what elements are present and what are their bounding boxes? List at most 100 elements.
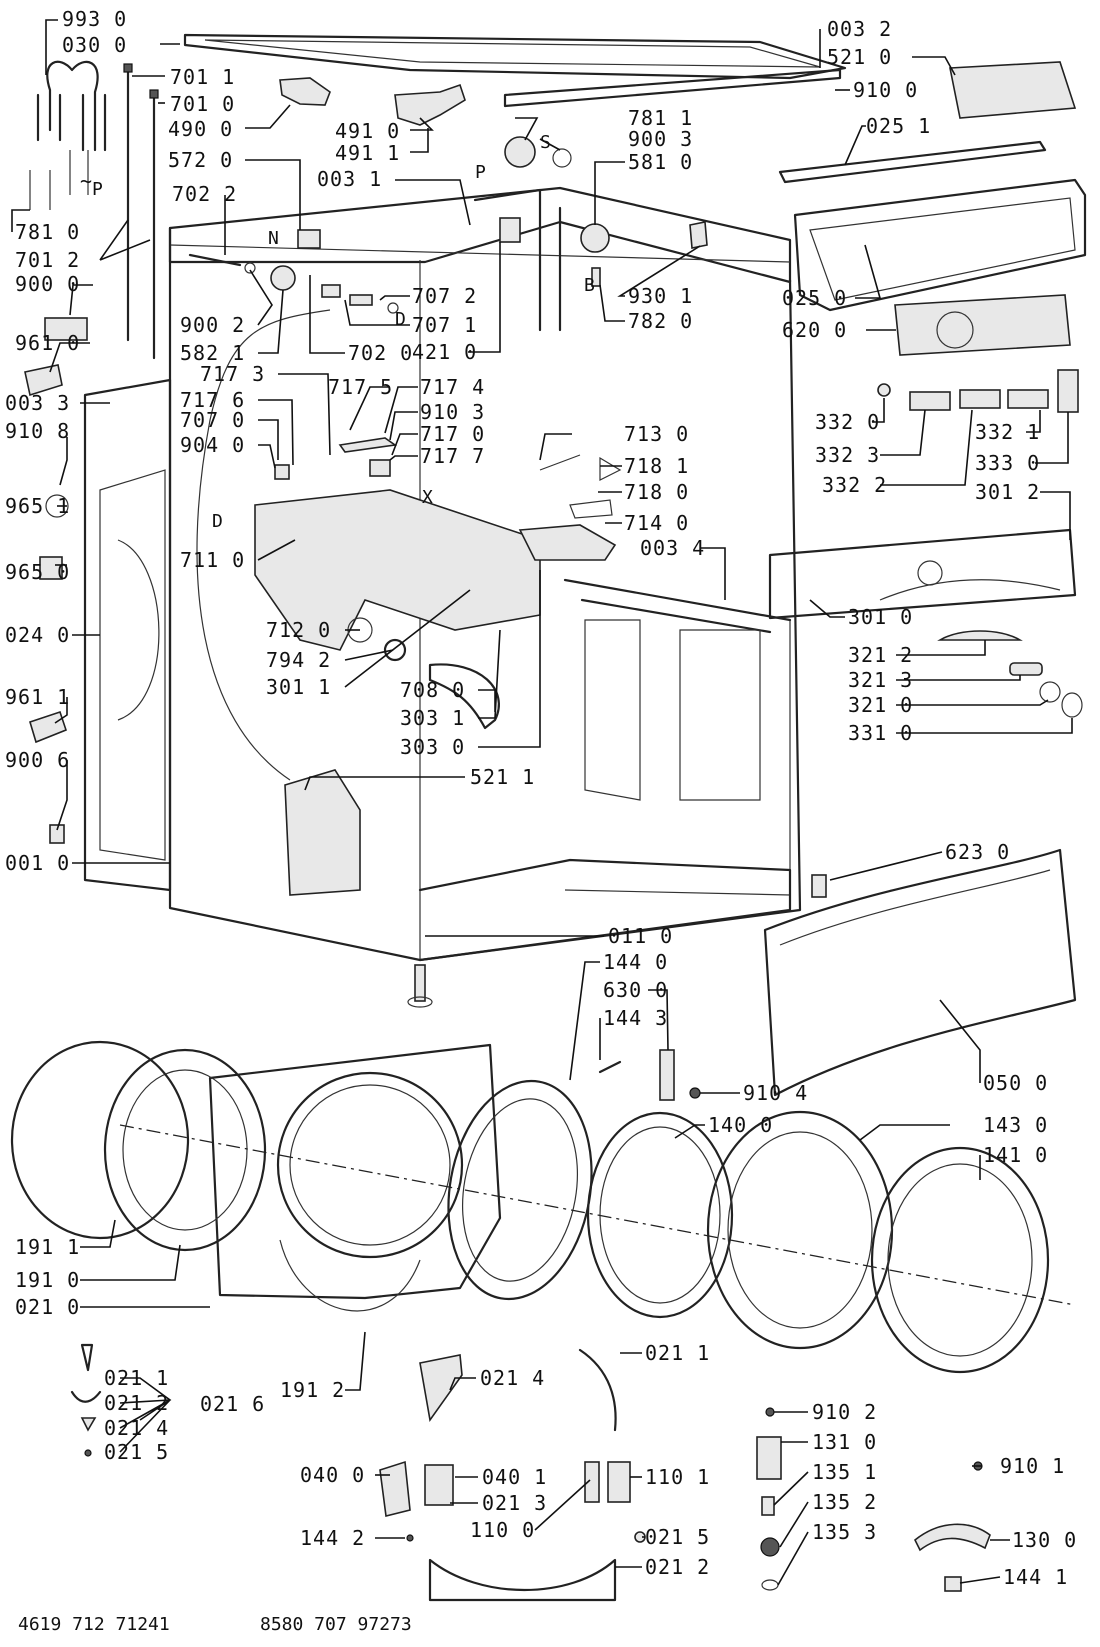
label-331-0: 331 0 bbox=[848, 721, 913, 745]
label-910-1: 910 1 bbox=[1000, 1454, 1065, 1478]
label-191-0: 191 0 bbox=[15, 1268, 80, 1292]
label-144-0: 144 0 bbox=[603, 950, 668, 974]
label-623-0: 623 0 bbox=[945, 840, 1010, 864]
label-321-2: 321 2 bbox=[848, 643, 913, 667]
label-110-1: 110 1 bbox=[645, 1465, 710, 1489]
label-707-2: 707 2 bbox=[412, 284, 477, 308]
label-024-0: 024 0 bbox=[5, 623, 70, 647]
label-717-4: 717 4 bbox=[420, 375, 485, 399]
label-701-1: 701 1 bbox=[170, 65, 235, 89]
label-021-2: 021 2 bbox=[645, 1555, 710, 1579]
label-910-2: 910 2 bbox=[812, 1400, 877, 1424]
label-303-1: 303 1 bbox=[400, 706, 465, 730]
label-301-0: 301 0 bbox=[848, 605, 913, 629]
label-900-6: 900 6 bbox=[5, 748, 70, 772]
label-904-0: 904 0 bbox=[180, 433, 245, 457]
label-110-0: 110 0 bbox=[470, 1518, 535, 1542]
label-021-3: 021 3 bbox=[482, 1491, 547, 1515]
marker-B: B bbox=[584, 275, 595, 296]
label-135-2: 135 2 bbox=[812, 1490, 877, 1514]
label-910-8: 910 8 bbox=[5, 419, 70, 443]
label-333-0: 333 0 bbox=[975, 451, 1040, 475]
label-321-0: 321 0 bbox=[848, 693, 913, 717]
service-code: 8580 707 97273 bbox=[260, 1614, 412, 1635]
label-301-2: 301 2 bbox=[975, 480, 1040, 504]
label-021-1: 021 1 bbox=[104, 1366, 169, 1390]
label-707-0: 707 0 bbox=[180, 408, 245, 432]
label-713-0: 713 0 bbox=[624, 422, 689, 446]
label-003-2: 003 2 bbox=[827, 17, 892, 41]
label-332-2: 332 2 bbox=[822, 473, 887, 497]
cabinet-top-rail bbox=[168, 186, 792, 284]
label-143-0: 143 0 bbox=[983, 1113, 1048, 1137]
label-702-0: 702 0 bbox=[348, 341, 413, 365]
label-717-6: 717 6 bbox=[180, 388, 245, 412]
label-144-3: 144 3 bbox=[603, 1006, 668, 1030]
label-581-0: 581 0 bbox=[628, 150, 693, 174]
label-421-0: 421 0 bbox=[412, 340, 477, 364]
door-gasket bbox=[103, 1048, 267, 1252]
label-900-2: 900 2 bbox=[180, 313, 245, 337]
label-718-0: 718 0 bbox=[624, 480, 689, 504]
marker-N: N bbox=[268, 228, 279, 249]
control-panel-bracket bbox=[793, 178, 1087, 312]
label-708-0: 708 0 bbox=[400, 678, 465, 702]
label-717-7: 717 7 bbox=[420, 444, 485, 468]
label-021-5: 021 5 bbox=[645, 1525, 710, 1549]
model-code: 4619 712 71241 bbox=[18, 1614, 170, 1635]
label-025-1: 025 1 bbox=[866, 114, 931, 138]
label-712-0: 712 0 bbox=[266, 618, 331, 642]
label-301-1: 301 1 bbox=[266, 675, 331, 699]
label-630-0: 630 0 bbox=[603, 978, 668, 1002]
label-582-1: 582 1 bbox=[180, 341, 245, 365]
detergent-dispenser bbox=[254, 489, 541, 651]
marker-S: S bbox=[540, 132, 551, 153]
label-961-0: 961 0 bbox=[15, 331, 80, 355]
label-140-0: 140 0 bbox=[708, 1113, 773, 1137]
parts-artwork: ~ bbox=[10, 33, 1087, 1602]
label-021-5: 021 5 bbox=[104, 1440, 169, 1464]
label-491-1: 491 1 bbox=[335, 141, 400, 165]
label-141-0: 141 0 bbox=[983, 1143, 1048, 1167]
label-135-1: 135 1 bbox=[812, 1460, 877, 1484]
label-021-4: 021 4 bbox=[480, 1366, 545, 1390]
label-321-3: 321 3 bbox=[848, 668, 913, 692]
rear-strip bbox=[503, 68, 842, 108]
svg-text:~: ~ bbox=[80, 169, 93, 193]
label-003-4: 003 4 bbox=[640, 536, 705, 560]
label-332-1: 332 1 bbox=[975, 420, 1040, 444]
letter-markers: P P S N D D X B bbox=[92, 132, 595, 532]
front-panel bbox=[208, 1043, 502, 1300]
label-965-1: 965 1 bbox=[5, 494, 70, 518]
label-011-0: 011 0 bbox=[608, 924, 673, 948]
label-701-0: 701 0 bbox=[170, 92, 235, 116]
label-572-0: 572 0 bbox=[168, 148, 233, 172]
label-781-1: 781 1 bbox=[628, 106, 693, 130]
kickplate-panel bbox=[763, 848, 1077, 1097]
label-144-2: 144 2 bbox=[300, 1526, 365, 1550]
marker-D: D bbox=[395, 309, 406, 330]
label-718-1: 718 1 bbox=[624, 454, 689, 478]
marker-D: D bbox=[212, 511, 223, 532]
inlet-hose-pair bbox=[46, 60, 99, 152]
label-620-0: 620 0 bbox=[782, 318, 847, 342]
label-707-1: 707 1 bbox=[412, 313, 477, 337]
label-191-2: 191 2 bbox=[280, 1378, 345, 1402]
label-794-2: 794 2 bbox=[266, 648, 331, 672]
label-717-0: 717 0 bbox=[420, 422, 485, 446]
document-codes: 4619 712 71241 8580 707 97273 bbox=[0, 1614, 1100, 1644]
label-930-1: 930 1 bbox=[628, 284, 693, 308]
label-993-0: 993 0 bbox=[62, 7, 127, 31]
leader-lines bbox=[11, 19, 1073, 1586]
door-window bbox=[870, 1146, 1050, 1374]
part-labels: 993 0 030 0 701 1 701 0 490 0 491 0 491 … bbox=[5, 7, 1076, 1589]
door-glass bbox=[586, 1111, 734, 1319]
label-521-1: 521 1 bbox=[470, 765, 535, 789]
label-050-0: 050 0 bbox=[983, 1071, 1048, 1095]
label-910-0: 910 0 bbox=[853, 78, 918, 102]
label-900-3: 900 3 bbox=[628, 127, 693, 151]
label-717-3: 717 3 bbox=[200, 362, 265, 386]
label-702-2: 702 2 bbox=[172, 182, 237, 206]
marker-P: P bbox=[475, 162, 486, 183]
